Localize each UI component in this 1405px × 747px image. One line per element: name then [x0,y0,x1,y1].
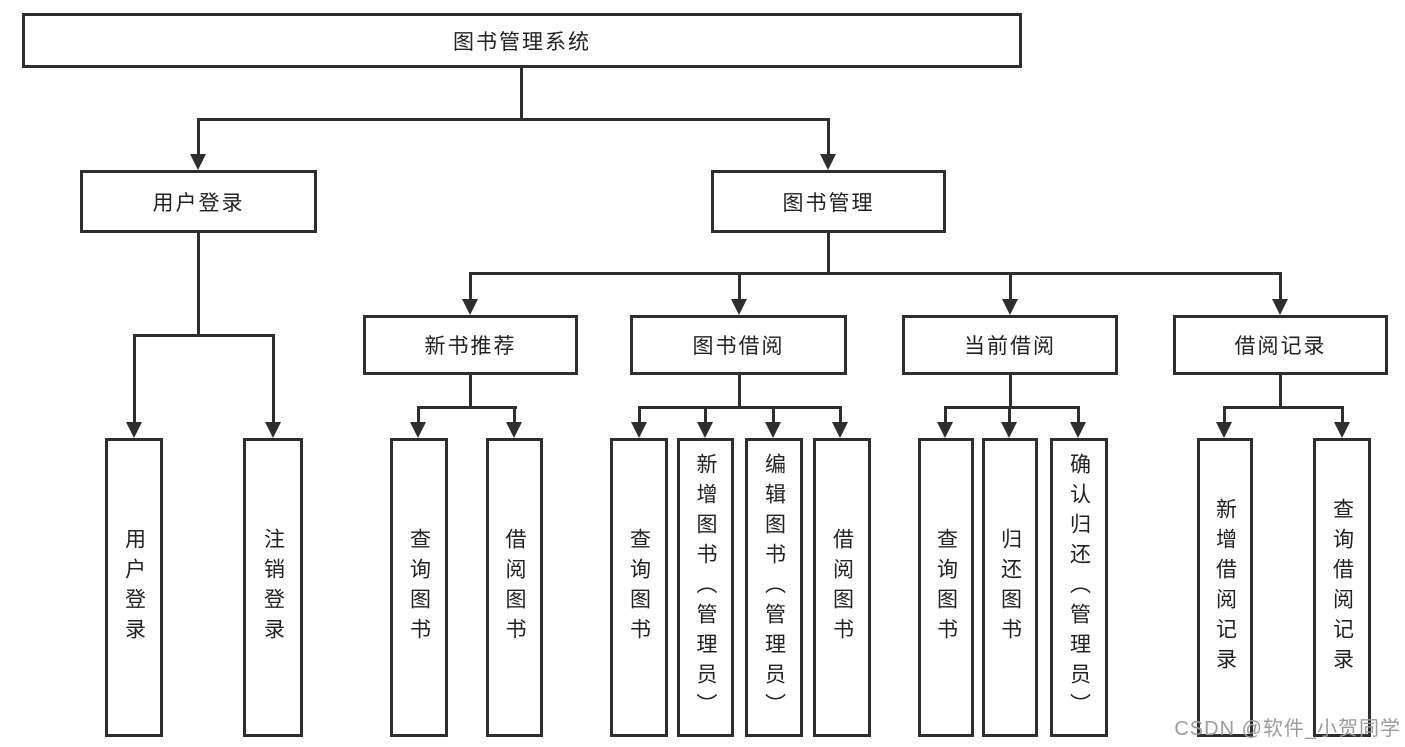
arrow-g3-c1 [937,422,953,438]
leaf-user-login-label: 用户登录 [122,527,146,648]
leaf-return-book: 归还图书 [982,438,1038,737]
arrow-g2-c3 [765,422,781,438]
leaf-borrow-query-books-label: 查询图书 [627,527,651,648]
node-book-borrow-label: 图书借阅 [692,335,785,358]
node-book-borrow: 图书借阅 [630,315,847,375]
leaf-logout-label: 注销登录 [261,527,285,648]
leaf-edit-book-admin-label: 编辑图书（管理员） [762,452,786,723]
leaf-borrow-book-label: 借阅图书 [830,527,854,648]
connector-root-stem [520,68,523,119]
leaf-confirm-return-admin: 确认归还（管理员） [1050,438,1108,737]
connector-user-down [197,233,200,336]
connector-g2-rail [638,406,842,409]
connector-g4-rail [1223,406,1343,409]
arrow-g3-c3 [1070,422,1086,438]
arrow-to-book-management [820,154,836,170]
node-current-borrow: 当前借阅 [902,315,1118,375]
arrow-g3-c2 [1001,422,1017,438]
connector-book-down [827,233,830,274]
leaf-confirm-return-admin-label: 确认归还（管理员） [1067,452,1091,723]
node-book-management-label: 图书管理 [782,191,875,215]
leaf-user-login: 用户登录 [105,438,163,737]
arrow-to-new-book-recommend [462,299,478,315]
connector-g4-c2 [1341,406,1344,423]
node-new-book-recommend-label: 新书推荐 [424,335,517,358]
arrow-g2-c4 [832,422,848,438]
connector-user-stem [197,118,200,156]
node-new-book-recommend: 新书推荐 [363,315,578,375]
node-user-login: 用户登录 [80,170,317,233]
connector-g3-c1 [944,406,947,423]
leaf-recommend-borrow-books: 借阅图书 [486,438,543,737]
connector-g4-down [1279,375,1282,409]
leaf-add-borrow-record-label: 新增借阅记录 [1213,497,1237,678]
connector-group4-stem [1279,272,1282,300]
connector-group1-stem [469,272,472,300]
leaf-add-book-admin: 新增图书（管理员） [677,438,734,737]
connector-g4-c1 [1223,406,1226,423]
connector-user-leaf1-stem [133,334,136,423]
connector-g3-c2 [1008,406,1011,423]
arrow-to-user-login [190,154,206,170]
arrow-g1-c2 [506,422,522,438]
connector-level1-rail [197,118,830,121]
node-root-label: 图书管理系统 [453,30,591,54]
connector-g2-down [738,375,741,409]
connector-g1-c2 [513,406,516,423]
leaf-current-query-books: 查询图书 [918,438,974,737]
csdn-watermark: CSDN @软件_小贺同学 [1174,718,1401,740]
leaf-query-borrow-record: 查询借阅记录 [1313,438,1371,737]
arrow-to-book-borrow [731,299,747,315]
node-user-login-label: 用户登录 [152,191,245,215]
leaf-query-borrow-record-label: 查询借阅记录 [1330,497,1354,678]
arrow-g2-c1 [631,422,647,438]
leaf-borrow-query-books: 查询图书 [610,438,668,737]
connector-g1-down [469,375,472,409]
node-root: 图书管理系统 [22,13,1022,68]
connector-level2-rail [469,272,1281,275]
node-borrow-records: 借阅记录 [1173,315,1388,375]
arrow-to-leaf-logout [265,422,281,438]
leaf-current-query-books-label: 查询图书 [934,527,958,648]
arrow-to-current-borrow [1002,299,1018,315]
node-borrow-records-label: 借阅记录 [1234,335,1327,358]
connector-g3-rail [944,406,1079,409]
connector-g3-down [1009,375,1012,409]
connector-group3-stem [1009,272,1012,300]
leaf-recommend-query-books-label: 查询图书 [407,527,431,648]
arrow-g4-c1 [1216,422,1232,438]
leaf-logout: 注销登录 [243,438,303,737]
connector-g2-c4 [839,406,842,423]
connector-book-stem [827,118,830,156]
leaf-return-book-label: 归还图书 [998,527,1022,648]
node-book-management: 图书管理 [711,170,946,233]
connector-g1-rail [417,406,517,409]
arrow-to-borrow-records [1272,299,1288,315]
arrow-g4-c2 [1334,422,1350,438]
arrow-to-leaf-user-login [126,422,142,438]
connector-g2-c2 [704,406,707,423]
leaf-borrow-book: 借阅图书 [813,438,871,737]
node-current-borrow-label: 当前借阅 [964,335,1056,358]
connector-user-rail [133,334,275,337]
leaf-add-borrow-record: 新增借阅记录 [1197,438,1253,737]
leaf-add-book-admin-label: 新增图书（管理员） [694,452,717,723]
connector-g2-c1 [638,406,641,423]
arrow-g2-c2 [697,422,713,438]
connector-user-leaf2-stem [272,334,275,423]
connector-g3-c3 [1077,406,1080,423]
leaf-recommend-borrow-books-label: 借阅图书 [503,527,526,648]
connector-group2-stem [738,272,741,300]
leaf-edit-book-admin: 编辑图书（管理员） [745,438,803,737]
connector-g1-c1 [417,406,420,423]
leaf-recommend-query-books: 查询图书 [390,438,448,737]
arrow-g1-c1 [410,422,426,438]
connector-g2-c3 [772,406,775,423]
